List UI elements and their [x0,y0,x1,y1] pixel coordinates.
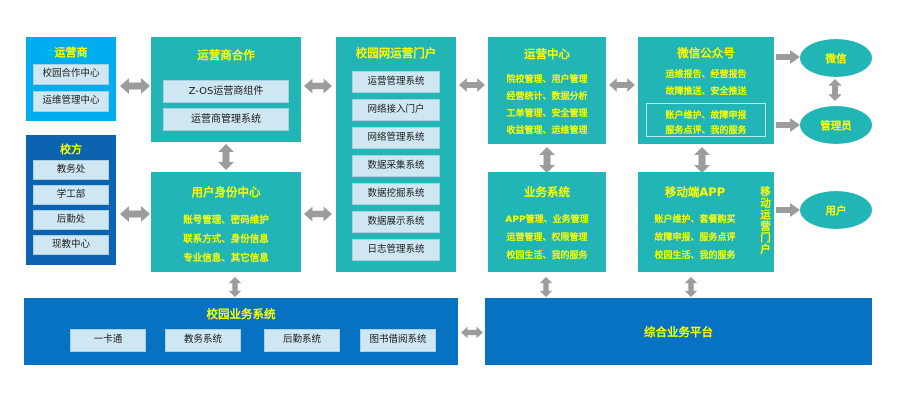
campus-portal-item-6[interactable]: 日志管理系统 [352,239,440,261]
campus-portal-item-2[interactable]: 网络管理系统 [352,127,440,149]
operator-coop-item-0[interactable]: Z-OS运营商组件 [163,80,289,103]
wechat-mp-boxed-line-1: 服务点评、我的服务 [665,126,747,136]
arrow-wechat-to-mobile-app [693,147,711,173]
arrow-identity-to-campus-business [228,276,242,298]
wechat-mp-boxed-line-0: 账户维护、故障申报 [665,111,747,121]
arrow-campus-business-to-platform [461,325,483,340]
arrow-business-system-to-platform [539,276,553,298]
actor-wechat-label: 微信 [825,52,847,65]
campus-portal-item-5[interactable]: 数据展示系统 [352,211,440,233]
arrow-coop-to-identity [217,144,235,170]
business-system-panel: 业务系统 APP管理、业务管理 运营管理、权限管理 校园生活、我的服务 [488,172,606,272]
actor-wechat[interactable]: 微信 [800,39,872,77]
arrow-ops-center-to-wechat [609,76,635,94]
operator-cooperation-title: 运营商合作 [197,48,255,62]
school-item-3[interactable]: 现教中心 [33,235,109,255]
campus-portal-item-4[interactable]: 数据挖掘系统 [352,183,440,205]
ops-center-line-0: 院校管理、用户管理 [506,75,588,85]
integrated-platform-title: 综合业务平台 [644,324,713,339]
arrow-school-to-identity [120,205,150,223]
business-system-line-1: 运营管理、权限管理 [506,233,588,243]
operator-item-1[interactable]: 运维管理中心 [33,91,109,112]
actor-admin[interactable]: 管理员 [800,106,872,144]
actor-user[interactable]: 用户 [800,191,872,229]
operator-item-0[interactable]: 校园合作中心 [33,64,109,85]
campus-business-item-3[interactable]: 图书借阅系统 [360,329,436,352]
identity-center-line-2: 专业信息、其它信息 [183,253,269,264]
identity-center-line-1: 联系方式、身份信息 [183,234,269,245]
arrow-portal-to-ops-center [459,76,485,94]
mobile-app-line-1: 故障申报、服务点评 [654,233,736,243]
school-item-2[interactable]: 后勤处 [33,210,109,230]
arrow-wechat-to-actor-admin [776,118,800,132]
campus-business-item-0[interactable]: 一卡通 [70,329,146,352]
campus-portal-item-1[interactable]: 网络接入门户 [352,99,440,121]
actor-user-label: 用户 [825,204,847,217]
mobile-app-title: 移动端APP [664,185,726,199]
campus-business-item-2[interactable]: 后勤系统 [264,329,340,352]
arrow-wechat-to-actor-wechat [776,50,800,64]
mobile-app-panel: 移动端APP 账户维护、套餐购买 故障申报、服务点评 校园生活、我的服务 移动运… [638,172,774,272]
campus-portal-panel: 校园网运营门户 运营管理系统 网络接入门户 网络管理系统 数据采集系统 数据挖掘… [336,37,456,272]
business-system-line-2: 校园生活、我的服务 [506,251,588,261]
ops-center-title: 运营中心 [524,47,570,61]
identity-center-panel: 用户身份中心 账号管理、密码维护 联系方式、身份信息 专业信息、其它信息 [151,172,301,272]
arrow-actor-wechat-to-admin [827,79,843,101]
wechat-mp-line-1: 故障推送、安全推送 [665,87,747,97]
operator-cooperation-panel: 运营商合作 Z-OS运营商组件 运营商管理系统 [151,37,301,142]
school-panel-title: 校方 [60,143,82,156]
mobile-app-line-0: 账户维护、套餐购买 [654,215,736,225]
mobile-portal-side-label: 移动运营门户 [759,186,771,255]
wechat-mp-title: 微信公众号 [677,46,735,60]
ops-center-line-2: 工单管理、安全管理 [506,109,588,119]
wechat-mp-line-0: 运维报告、经营报告 [665,70,747,80]
business-system-title: 业务系统 [524,185,570,199]
wechat-mp-panel: 微信公众号 运维报告、经营报告 故障推送、安全推送 账户维护、故障申报 服务点评… [638,37,774,144]
arrow-mobile-app-to-platform [684,276,698,298]
campus-portal-title: 校园网运营门户 [355,46,437,60]
arrow-operator-to-coop [120,77,150,95]
school-item-0[interactable]: 教务处 [33,160,109,180]
integrated-platform-panel: 综合业务平台 [485,298,872,365]
ops-center-line-1: 经营统计、数据分析 [506,92,588,102]
campus-business-title: 校园业务系统 [206,307,276,321]
wechat-mp-boxed-group: 账户维护、故障申报 服务点评、我的服务 [646,103,766,137]
ops-center-panel: 运营中心 院校管理、用户管理 经营统计、数据分析 工单管理、安全管理 收益管理、… [488,37,606,144]
identity-center-line-0: 账号管理、密码维护 [183,215,269,226]
mobile-app-line-2: 校园生活、我的服务 [654,251,736,261]
arrow-identity-to-portal [304,205,332,223]
business-system-line-0: APP管理、业务管理 [505,215,589,225]
arrow-ops-center-to-business [538,147,556,173]
ops-center-line-3: 收益管理、运维管理 [506,126,588,136]
operator-panel: 运营商 校园合作中心 运维管理中心 [26,37,116,121]
campus-business-item-1[interactable]: 教务系统 [165,329,241,352]
arrow-mobile-app-to-actor-user [776,203,800,217]
school-panel: 校方 教务处 学工部 后勤处 现教中心 [26,135,116,265]
identity-center-title: 用户身份中心 [191,185,261,199]
actor-admin-label: 管理员 [820,119,852,132]
campus-portal-item-0[interactable]: 运营管理系统 [352,71,440,93]
operator-panel-title: 运营商 [54,46,88,59]
arrow-coop-to-portal [304,77,332,95]
operator-coop-item-1[interactable]: 运营商管理系统 [163,108,289,131]
school-item-1[interactable]: 学工部 [33,185,109,205]
campus-portal-item-3[interactable]: 数据采集系统 [352,155,440,177]
campus-business-panel: 校园业务系统 一卡通 教务系统 后勤系统 图书借阅系统 [24,298,458,365]
